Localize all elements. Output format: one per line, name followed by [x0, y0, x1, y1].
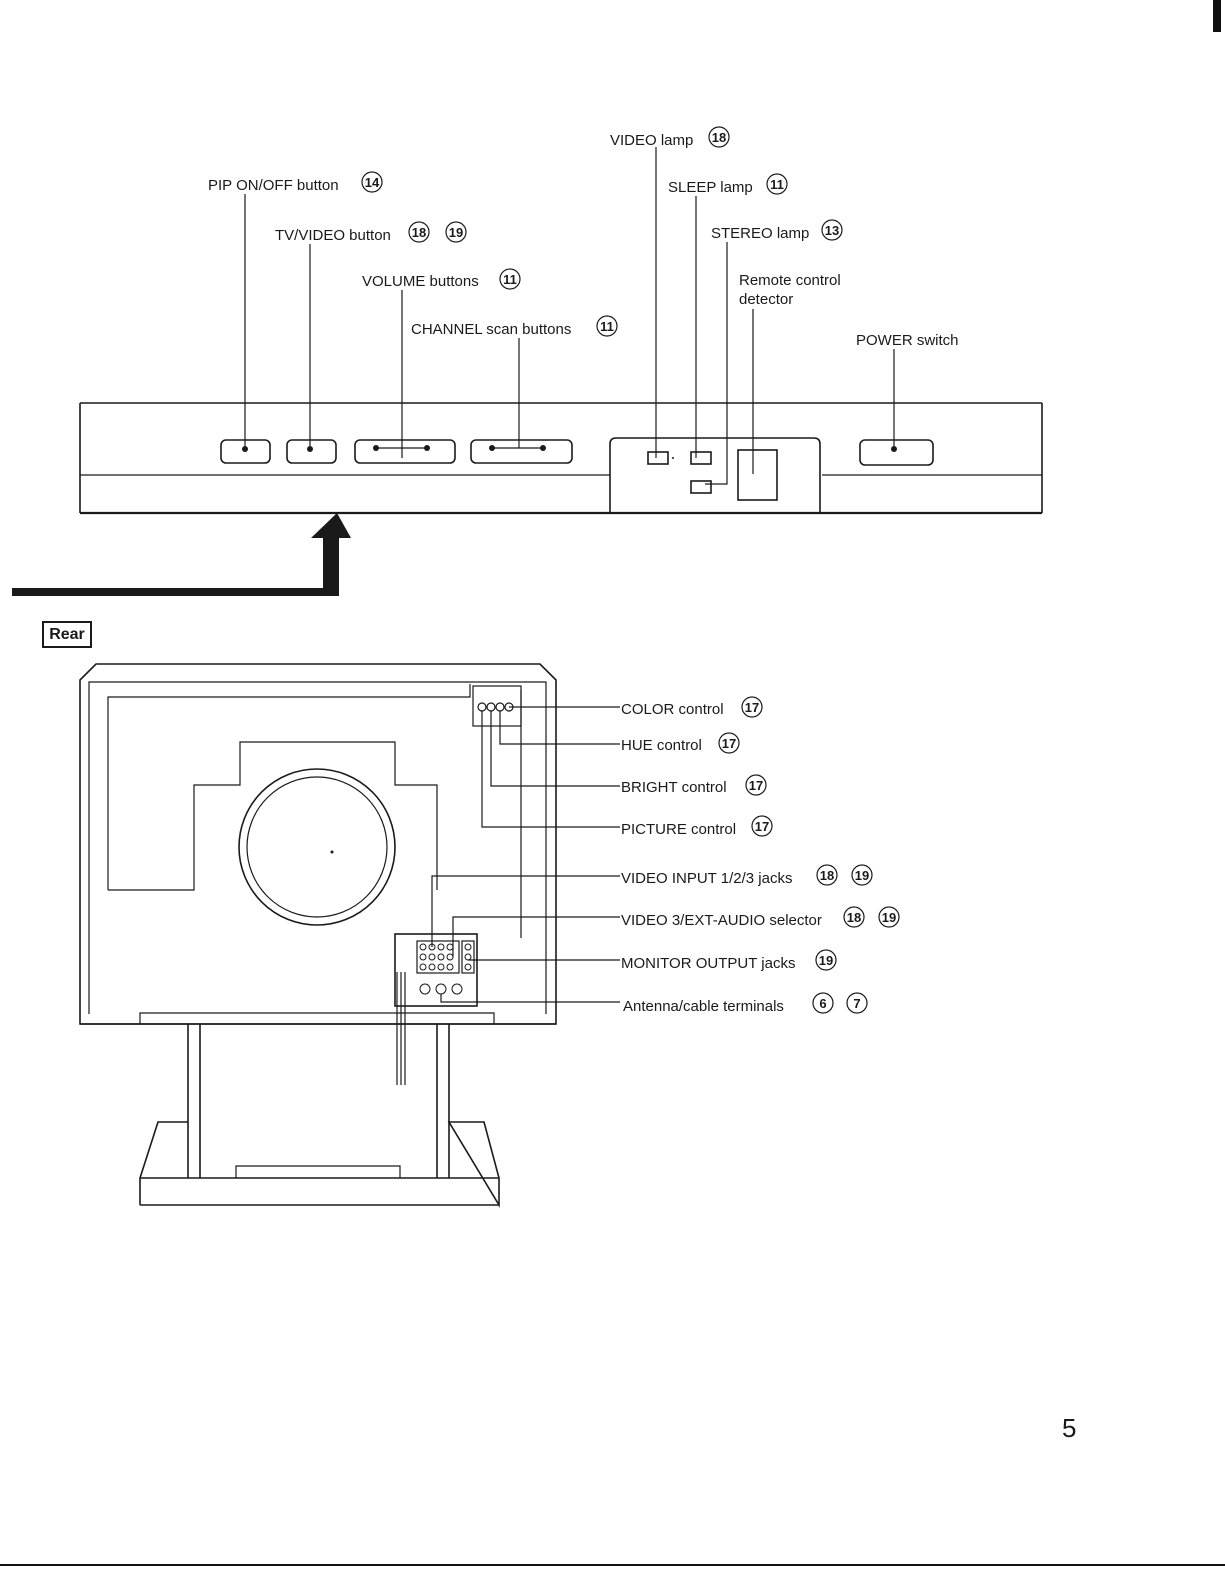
svg-text:14: 14: [365, 175, 380, 190]
hue-label: HUE control: [621, 737, 702, 754]
page-edge-mark: [1213, 0, 1221, 32]
svg-text:17: 17: [745, 700, 759, 715]
sleep-lamp-shape: [690, 451, 712, 465]
svg-text:19: 19: [449, 225, 463, 240]
ref-number-badge: 11: [766, 173, 788, 195]
view-arrow: [12, 513, 351, 596]
svg-text:18: 18: [820, 868, 834, 883]
channel-buttons-shape: [470, 439, 573, 464]
rear-labels: COLOR control HUE control BRIGHT control…: [621, 701, 822, 1015]
svg-text:18: 18: [412, 225, 426, 240]
ref-number-badge: 18: [408, 221, 430, 243]
svg-text:13: 13: [825, 223, 839, 238]
svg-text:11: 11: [770, 177, 784, 192]
rear-cabinet: [79, 663, 557, 1085]
antenna-label: Antenna/cable terminals: [623, 998, 784, 1015]
ref-number-badge: 19: [878, 906, 900, 928]
svg-text:7: 7: [853, 996, 860, 1011]
svg-text:17: 17: [755, 819, 769, 834]
front-refs: 14 18 19 11 11 18 11 13: [361, 126, 843, 337]
svg-text:6: 6: [819, 996, 826, 1011]
remote-label-line2: detector: [739, 291, 793, 308]
ref-number-badge: 19: [815, 949, 837, 971]
ref-number-badge: 18: [816, 864, 838, 886]
front-labels: PIP ON/OFF button TV/VIDEO button VOLUME…: [208, 132, 959, 349]
svg-text:19: 19: [855, 868, 869, 883]
svg-text:17: 17: [722, 736, 736, 751]
stereolamp-label: STEREO lamp: [711, 225, 809, 242]
speaker-ring-inner: [246, 776, 388, 918]
ref-number-badge: 17: [751, 815, 773, 837]
front-panel: [79, 147, 1043, 515]
ref-number-badge: 14: [361, 171, 383, 193]
ref-number-badge: 11: [596, 315, 618, 337]
svg-text:11: 11: [503, 272, 517, 287]
ref-number-badge: 17: [718, 732, 740, 754]
sleeplamp-label: SLEEP lamp: [668, 179, 753, 196]
ref-number-badge: 13: [821, 219, 843, 241]
svg-text:17: 17: [749, 778, 763, 793]
videolamp-label: VIDEO lamp: [610, 132, 693, 149]
ref-number-badge: 17: [745, 774, 767, 796]
power-switch-shape: [859, 439, 934, 466]
rear-title-box: Rear: [42, 621, 92, 648]
ref-number-badge: 7: [846, 992, 868, 1014]
svg-text:19: 19: [819, 953, 833, 968]
rear-jack-panel: [394, 933, 478, 1007]
tv-stand: [139, 1024, 500, 1208]
ref-number-badge: 6: [812, 992, 834, 1014]
rear-leaders: [431, 706, 620, 1003]
video-lamp-shape: [647, 451, 669, 465]
video3ext-label: VIDEO 3/EXT-AUDIO selector: [621, 912, 822, 929]
stereo-lamp-shape: [690, 480, 712, 494]
svg-text:18: 18: [712, 130, 726, 145]
tvvideo-label: TV/VIDEO button: [275, 227, 391, 244]
picture-label: PICTURE control: [621, 821, 736, 838]
svg-text:19: 19: [882, 910, 896, 925]
color-label: COLOR control: [621, 701, 724, 718]
volume-buttons-shape: [354, 439, 456, 464]
power-label: POWER switch: [856, 332, 959, 349]
page-number: 5: [1062, 1413, 1077, 1443]
ref-number-badge: 19: [445, 221, 467, 243]
pip-label: PIP ON/OFF button: [208, 177, 339, 194]
ref-number-badge: 19: [851, 864, 873, 886]
monitorout-label: MONITOR OUTPUT jacks: [621, 955, 795, 972]
volume-label: VOLUME buttons: [362, 273, 479, 290]
page-bottom-rule: [0, 1564, 1225, 1566]
rear-control-block: [472, 685, 522, 727]
ref-number-badge: 18: [843, 906, 865, 928]
ref-number-badge: 17: [741, 696, 763, 718]
svg-text:11: 11: [600, 319, 614, 334]
rear-refs: 17 17 17 17 18 19 18 19 19 6 7: [718, 696, 900, 1014]
bright-label: BRIGHT control: [621, 779, 727, 796]
remote-label-line1: Remote control: [739, 272, 841, 289]
svg-text:18: 18: [847, 910, 861, 925]
channel-label: CHANNEL scan buttons: [411, 321, 571, 338]
ref-number-badge: 18: [708, 126, 730, 148]
remote-detector-shape: [737, 449, 778, 501]
tvvideo-button-shape: [286, 439, 337, 464]
videoinput-label: VIDEO INPUT 1/2/3 jacks: [621, 870, 792, 887]
speaker-ring-outer: [238, 768, 396, 926]
ref-number-badge: 11: [499, 268, 521, 290]
